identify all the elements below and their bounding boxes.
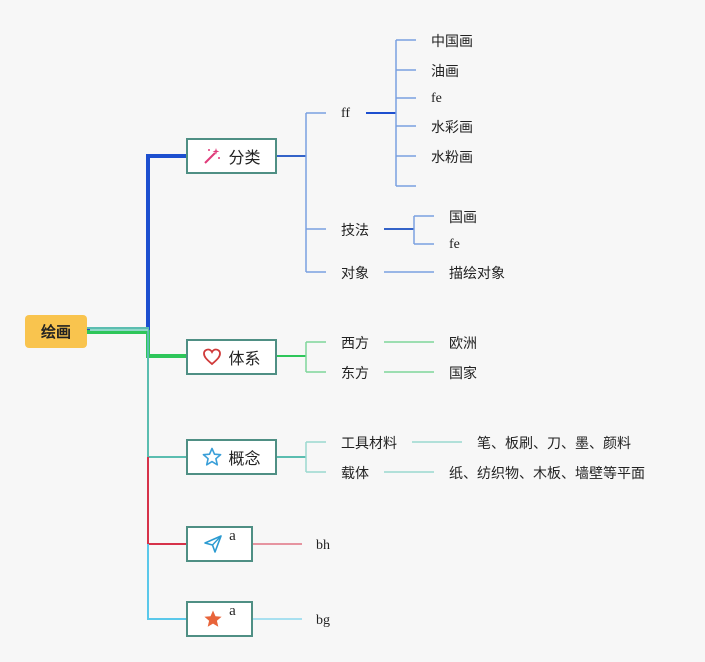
subtopic-dongfang[interactable]: 东方	[341, 365, 369, 381]
connector-root-fenlei	[87, 154, 187, 332]
topic-tixi[interactable]: 体系	[186, 339, 277, 375]
leaf-topic[interactable]: fe	[449, 237, 460, 252]
connector-root-tixi	[87, 330, 187, 358]
leaf-topic[interactable]: 国画	[449, 209, 477, 225]
subtopic-bg[interactable]: bg	[316, 613, 330, 628]
subtopic-zaiti[interactable]: 载体	[341, 465, 369, 481]
connector-root-a1	[147, 457, 187, 545]
leaf-topic[interactable]: 水彩画	[431, 119, 473, 135]
leaf-topic[interactable]: 描绘对象	[449, 265, 505, 281]
paper-plane-icon	[203, 534, 223, 554]
subtopic-xifang[interactable]: 西方	[341, 335, 369, 351]
subtopic-bh[interactable]: bh	[316, 538, 330, 553]
leaf-topic[interactable]: 国家	[449, 365, 477, 381]
topic-a-plane[interactable]: a	[186, 526, 253, 562]
topic-label: 分类	[228, 150, 261, 167]
subtopic-duixiang[interactable]: 对象	[341, 265, 369, 281]
star-outline-icon	[202, 447, 222, 467]
connector-root-a2	[147, 544, 187, 620]
subtopic-jifa[interactable]: 技法	[341, 222, 369, 238]
topic-a-star[interactable]: a	[186, 601, 253, 637]
subtopic-ff[interactable]: ff	[341, 106, 351, 121]
leaf-topic[interactable]: fe	[431, 91, 442, 106]
topic-label: 体系	[228, 351, 261, 368]
topic-label: 概念	[228, 451, 261, 468]
heart-icon	[202, 347, 222, 367]
star-filled-icon	[203, 609, 223, 629]
leaf-topic[interactable]: 纸、纺织物、木板、墙壁等平面	[449, 465, 645, 481]
leaf-topic[interactable]: 欧洲	[449, 335, 477, 351]
topic-gainian[interactable]: 概念	[186, 439, 277, 475]
leaf-topic[interactable]: 中国画	[431, 33, 473, 49]
leaf-topic[interactable]: 油画	[431, 63, 459, 79]
connector-root-gainian	[87, 327, 187, 458]
topic-label: a	[229, 602, 236, 619]
subtopic-gongju[interactable]: 工具材料	[341, 435, 397, 451]
leaf-topic[interactable]: 水粉画	[431, 149, 473, 165]
topic-label: a	[229, 527, 236, 544]
leaf-topic[interactable]: 笔、板刷、刀、墨、颜料	[477, 435, 631, 451]
topic-fenlei[interactable]: 分类	[186, 138, 277, 174]
magic-wand-icon	[202, 146, 222, 166]
root-topic[interactable]: 绘画	[25, 315, 87, 348]
